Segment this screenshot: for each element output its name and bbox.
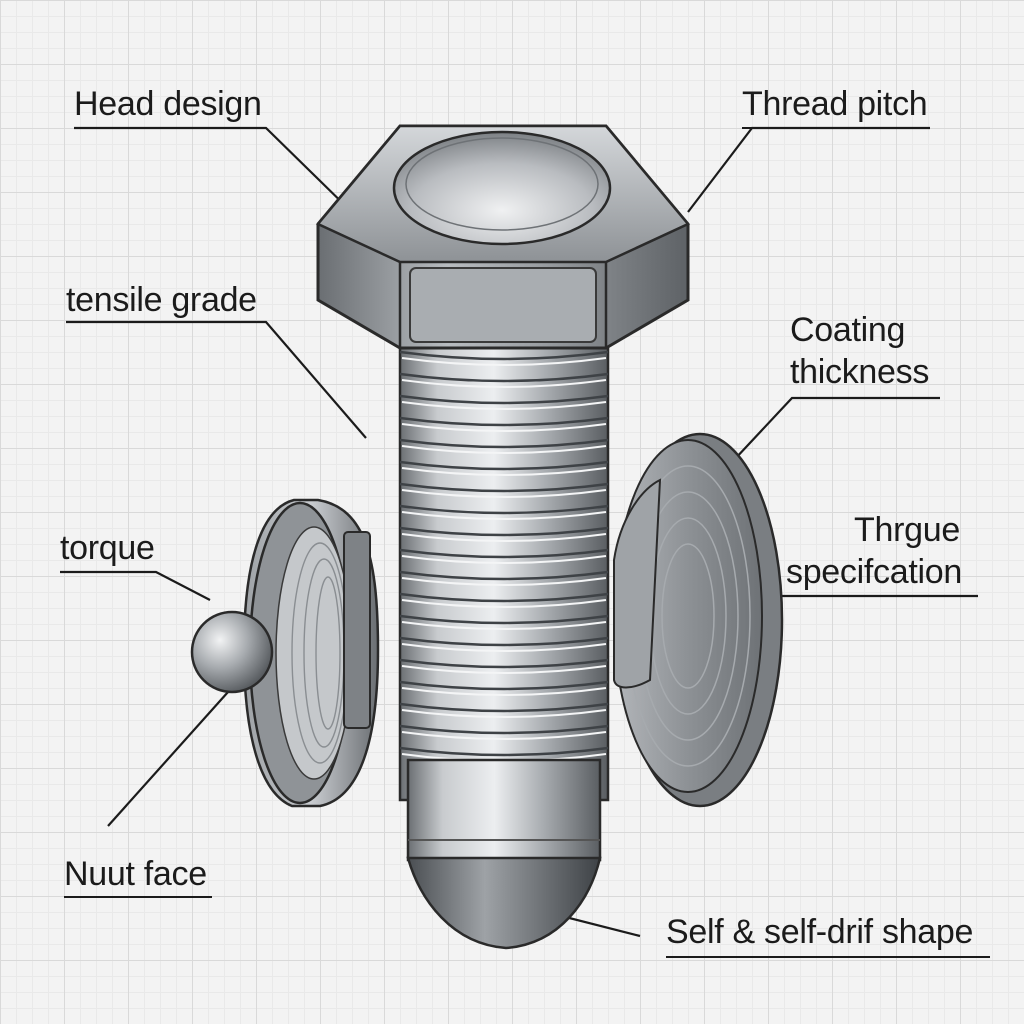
leader-tensile-grade (66, 320, 367, 439)
thread-highlight (401, 357, 607, 366)
thread-ridge (399, 636, 609, 647)
bolt (315, 124, 691, 950)
thread-ridge (399, 614, 609, 625)
thread-highlight (401, 467, 607, 476)
thread-highlight (401, 445, 607, 454)
thread-ridge (399, 680, 609, 691)
ball-bearing (190, 610, 274, 694)
thread-ridge (399, 504, 609, 515)
thread-highlight (401, 401, 607, 410)
thread-ridge (399, 658, 609, 669)
thread-ridge (399, 592, 609, 603)
thread-ridge (399, 394, 609, 405)
label-nut-face: Nuut face (64, 855, 207, 893)
label-coating-line1: Coating (790, 311, 906, 349)
thread-highlight (401, 577, 607, 586)
right-disc (613, 432, 784, 808)
thread-ridge (399, 746, 609, 757)
label-tensile-grade: tensile grade (66, 281, 257, 319)
thread-ridge (399, 724, 609, 735)
thread-highlight (401, 533, 607, 542)
thread-ridge (399, 526, 609, 537)
thread-highlight (401, 687, 607, 696)
thread-ridge (399, 416, 609, 427)
underline-thread-pitch (742, 127, 930, 129)
thread-highlight (401, 621, 607, 630)
thread-highlight (401, 379, 607, 388)
thread-highlight (401, 423, 607, 432)
label-self-drill: Self & self-drif shape (666, 913, 974, 951)
thread-ridge (399, 702, 609, 713)
thread-ridge (399, 438, 609, 449)
underline-self-drill (666, 956, 990, 958)
thread-ridge (399, 460, 609, 471)
leader-head-design (74, 126, 363, 223)
label-torque: torque (60, 529, 155, 567)
label-thrgue-line2: specifcation (786, 553, 962, 591)
underline-nut-face (64, 896, 212, 898)
thread-highlight (401, 511, 607, 520)
thread-ridge (399, 372, 609, 383)
thread-ridges (399, 350, 609, 762)
thread-highlight (401, 489, 607, 498)
leader-thread-pitch (687, 126, 930, 213)
leader-coating (733, 396, 940, 461)
underline-head-design (74, 127, 266, 129)
label-thrgue-line1: Thrgue (854, 511, 960, 549)
thread-highlight (401, 643, 607, 652)
thread-highlight (401, 665, 607, 674)
thread-ridge (399, 350, 609, 361)
leader-torque (60, 570, 211, 601)
thread-highlight (401, 599, 607, 608)
label-coating-line2: thickness (790, 353, 930, 391)
thread-ridge (399, 570, 609, 581)
thread-highlight (401, 709, 607, 718)
label-head-design: Head design (74, 85, 262, 123)
leader-nut-face (107, 691, 229, 827)
label-thread-pitch: Thread pitch (742, 85, 928, 123)
thread-ridge (399, 482, 609, 493)
thread-highlight (401, 555, 607, 564)
thread-highlight (401, 731, 607, 740)
thread-ridge (399, 548, 609, 559)
